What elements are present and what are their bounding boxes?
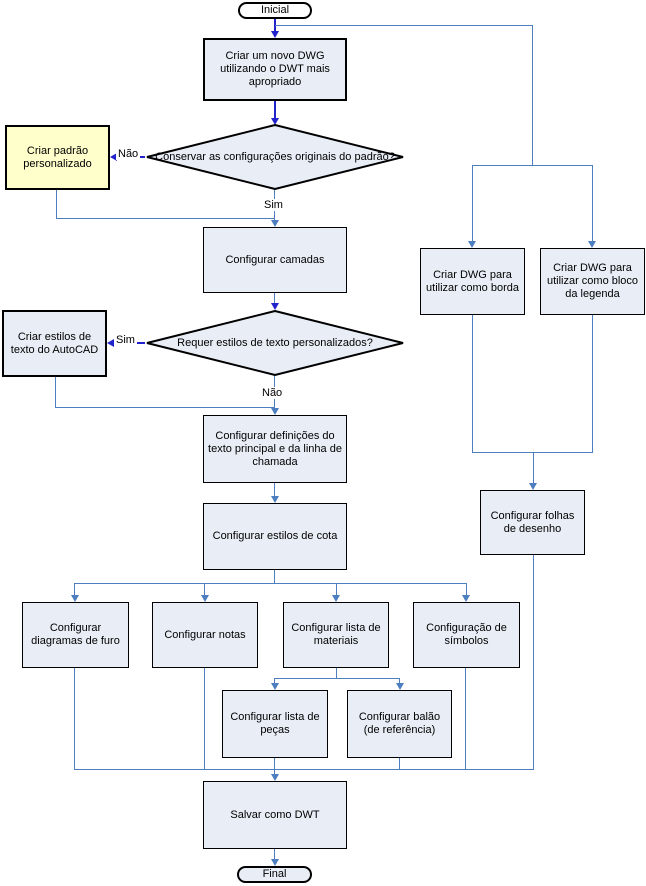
connector: [275, 678, 400, 679]
edge-label-nao-1: Não: [116, 148, 141, 160]
connector: [74, 769, 534, 770]
connector: [274, 678, 275, 684]
arrowhead-down-icon: [271, 496, 279, 503]
arrowhead-down-icon: [332, 595, 340, 602]
node-configuracao-simbolos: Configuração de símbolos: [413, 602, 520, 668]
node-criar-dwg-bloco-legenda: Criar DWG para utilizar como bloco da le…: [540, 248, 645, 315]
connector: [465, 668, 466, 769]
connector: [56, 190, 57, 218]
node-criar-padrao-personalizado: Criar padrão personalizado: [5, 125, 110, 190]
arrowhead-left-icon: [107, 339, 114, 347]
connector: [274, 758, 275, 775]
arrowhead-down-icon: [71, 595, 79, 602]
arrowhead-down-icon: [271, 774, 279, 781]
arrowhead-down-icon: [468, 241, 476, 248]
node-criar-novo-dwg: Criar um novo DWG utilizando o DWT mais …: [203, 38, 347, 101]
edge-label-nao-2: Não: [260, 387, 285, 399]
decision-diamond-conservar: [146, 124, 404, 190]
connector: [533, 452, 534, 484]
arrowhead-down-icon: [271, 31, 279, 38]
connector: [532, 25, 533, 165]
decision-label-requer-estilos: Requer estilos de texto personalizados?: [177, 336, 373, 349]
edge-label-sim-2: Sim: [114, 334, 137, 346]
node-configurar-lista-materiais: Configurar lista de materiais: [283, 602, 389, 668]
node-salvar-como-dwt: Salvar como DWT: [203, 781, 347, 849]
connector: [472, 315, 473, 452]
arrowhead-down-icon: [588, 241, 596, 248]
node-criar-estilos-texto-autocad: Criar estilos de texto do AutoCAD: [2, 310, 107, 377]
connector: [399, 678, 400, 684]
arrowhead-down-icon: [462, 595, 470, 602]
connector: [55, 407, 275, 408]
node-configurar-definicoes-texto: Configurar definições do texto principal…: [203, 415, 347, 483]
arrowhead-down-icon: [271, 220, 279, 227]
connector: [275, 25, 532, 26]
connector: [74, 583, 75, 596]
arrowhead-down-icon: [529, 483, 537, 490]
connector: [472, 165, 473, 242]
connector: [274, 849, 275, 860]
connector: [472, 452, 593, 453]
connector: [74, 668, 75, 769]
terminator-inicial: Inicial: [238, 2, 312, 19]
connector: [472, 165, 593, 166]
connector: [204, 583, 205, 596]
node-configurar-diagramas-furo: Configurar diagramas de furo: [22, 602, 129, 668]
connector: [592, 315, 593, 452]
connector: [56, 218, 275, 219]
arrowhead-down-icon: [396, 683, 404, 690]
connector: [274, 101, 276, 119]
arrowhead-down-icon: [271, 303, 279, 310]
connector: [274, 570, 275, 583]
arrowhead-down-icon: [271, 859, 279, 866]
connector: [75, 583, 467, 584]
connector: [55, 377, 56, 407]
arrowhead-down-icon: [271, 408, 279, 415]
connector: [204, 668, 205, 769]
connector: [274, 483, 275, 497]
connector: [274, 293, 275, 304]
connector: [336, 668, 337, 678]
node-configurar-balao: Configurar balão (de referência): [347, 690, 452, 758]
terminator-final: Final: [237, 866, 312, 883]
arrowhead-left-icon: [110, 153, 117, 161]
arrowhead-down-icon: [271, 683, 279, 690]
decision-diamond-requer-estilos: [146, 310, 404, 376]
node-configurar-estilos-cota: Configurar estilos de cota: [203, 503, 347, 570]
connector: [466, 583, 467, 596]
arrowhead-down-icon: [201, 595, 209, 602]
connector: [533, 555, 534, 769]
node-configurar-lista-pecas: Configurar lista de peças: [222, 690, 328, 758]
arrowhead-down-icon: [271, 118, 279, 125]
node-configurar-folhas-desenho: Configurar folhas de desenho: [480, 490, 585, 555]
node-configurar-camadas: Configurar camadas: [203, 227, 347, 293]
decision-label-conservar: Conservar as configurações originais do …: [155, 150, 395, 163]
edge-label-sim-1: Sim: [262, 199, 285, 211]
connector: [592, 165, 593, 242]
connector: [336, 583, 337, 596]
connector: [399, 758, 400, 769]
node-criar-dwg-borda: Criar DWG para utilizar como borda: [420, 248, 525, 315]
node-configurar-notas: Configurar notas: [152, 602, 258, 668]
